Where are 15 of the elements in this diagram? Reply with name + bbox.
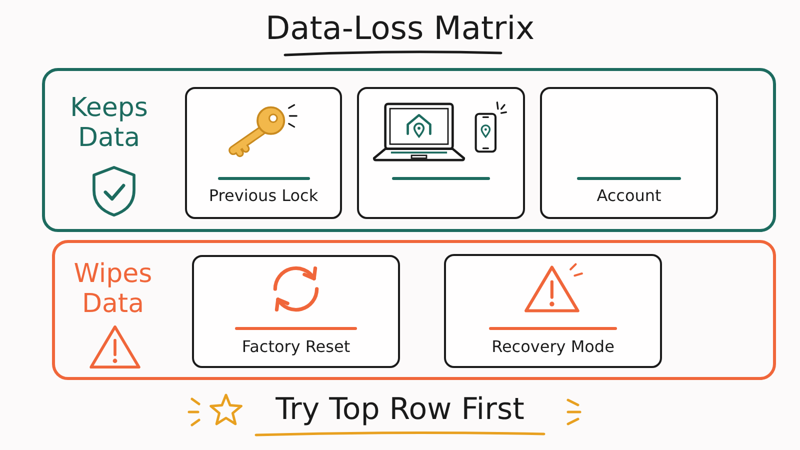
caption: Try Top Row First (276, 392, 524, 427)
group-panel (42, 68, 776, 232)
method-card (357, 87, 525, 219)
card-label: Recovery Mode (492, 337, 614, 356)
method-card (444, 254, 662, 368)
group-heading: Wipes Data (74, 259, 152, 319)
method-card (540, 87, 718, 219)
card-label: Factory Reset (242, 337, 350, 356)
card-label: Previous Lock (208, 186, 318, 205)
group-panel (52, 240, 776, 380)
method-card (185, 87, 342, 219)
title: Data-Loss Matrix (265, 9, 535, 47)
card-label: Account (596, 186, 662, 205)
method-card (192, 255, 400, 368)
group-heading: Keeps Data (70, 93, 148, 153)
